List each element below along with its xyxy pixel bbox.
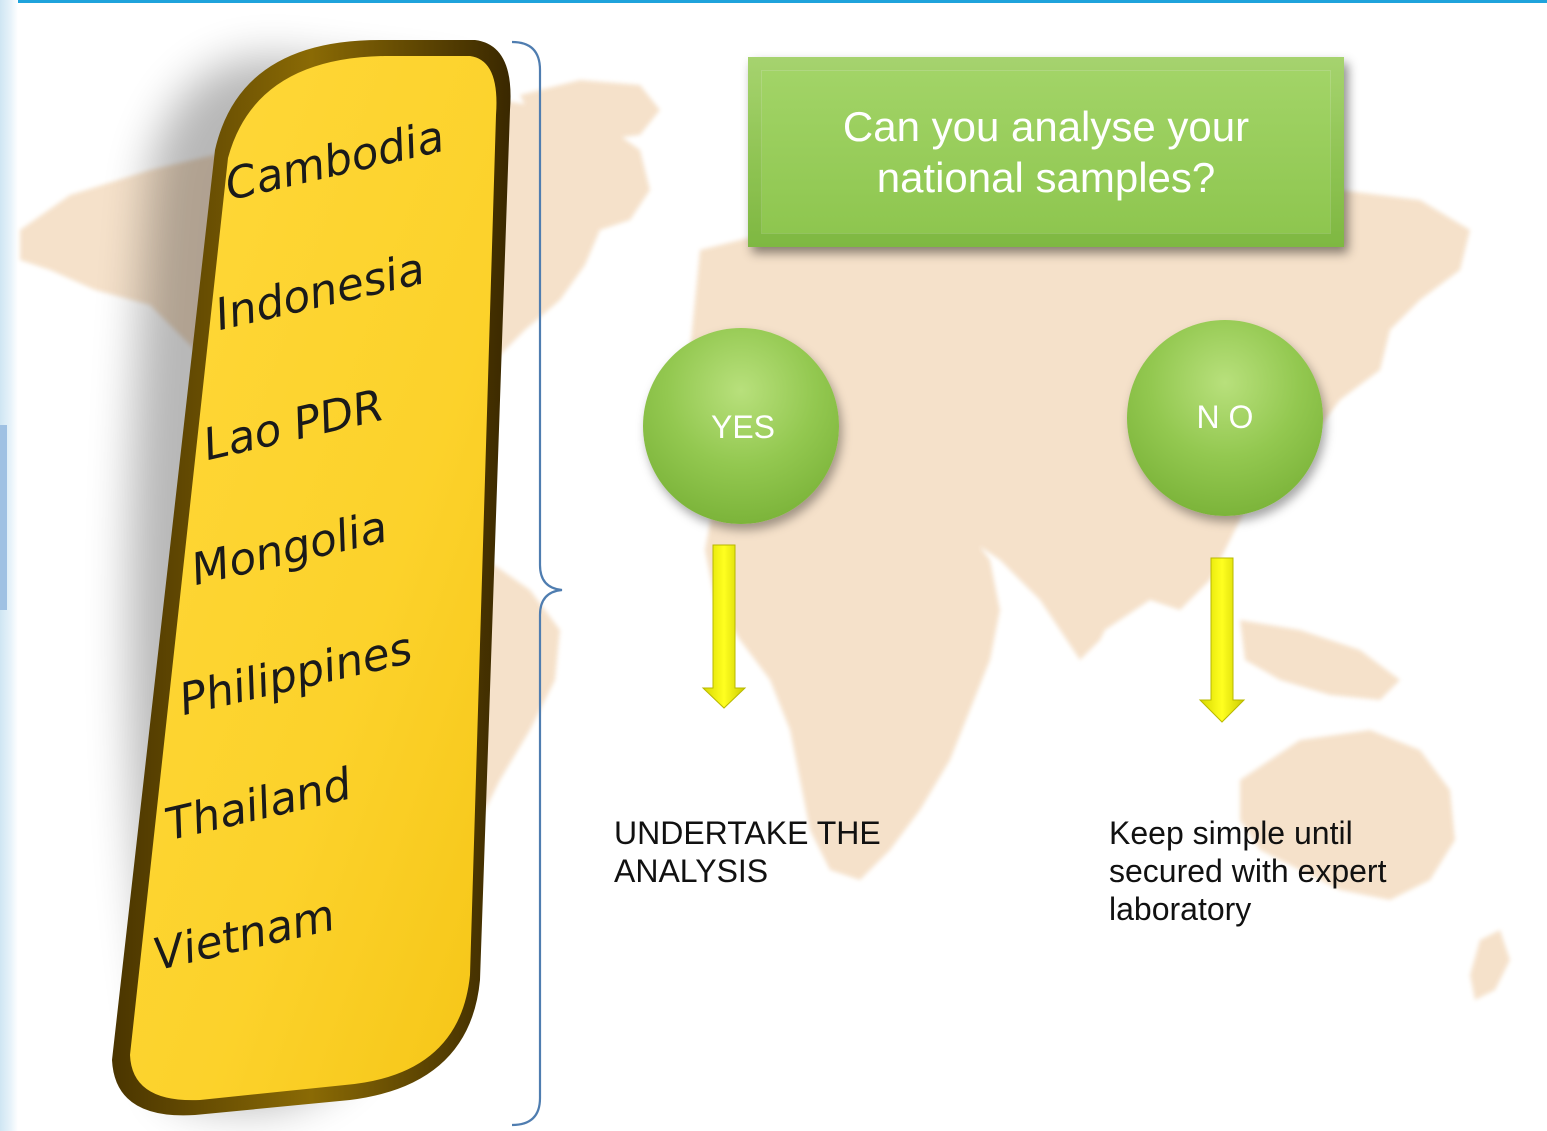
- left-edge-band: [0, 0, 18, 1131]
- yes-outcome-text: UNDERTAKE THE ANALYSIS: [614, 814, 884, 890]
- country-panel-face: [130, 56, 497, 1101]
- africa-shape: [705, 460, 1000, 880]
- no-label: N O: [1196, 398, 1254, 435]
- country-group-bracket: [511, 40, 563, 1127]
- no-down-arrow: [1198, 557, 1246, 723]
- australia-shape: [1240, 730, 1455, 900]
- greenland-shape: [520, 80, 660, 140]
- yes-down-arrow: [701, 544, 747, 709]
- no-outcome-line: Keep simple until secured with expert la…: [1109, 815, 1387, 927]
- yes-circle: YES: [643, 328, 839, 524]
- top-accent-line: [0, 0, 1547, 3]
- new-zealand-shape: [1470, 930, 1510, 1000]
- south-asia-shape: [960, 480, 1120, 660]
- question-box: Can you analyse your national samples?: [748, 57, 1344, 247]
- no-outcome-text: Keep simple until secured with expert la…: [1109, 814, 1449, 928]
- yes-label: YES: [710, 408, 776, 445]
- southeast-asia-islands-shape: [1240, 620, 1400, 700]
- question-text: Can you analyse your national samples?: [842, 103, 1250, 201]
- yes-outcome-line: UNDERTAKE THE ANALYSIS: [614, 815, 881, 889]
- left-edge-marker: [0, 425, 7, 610]
- eurasia-shape: [690, 180, 1470, 640]
- no-circle: N O: [1127, 320, 1323, 516]
